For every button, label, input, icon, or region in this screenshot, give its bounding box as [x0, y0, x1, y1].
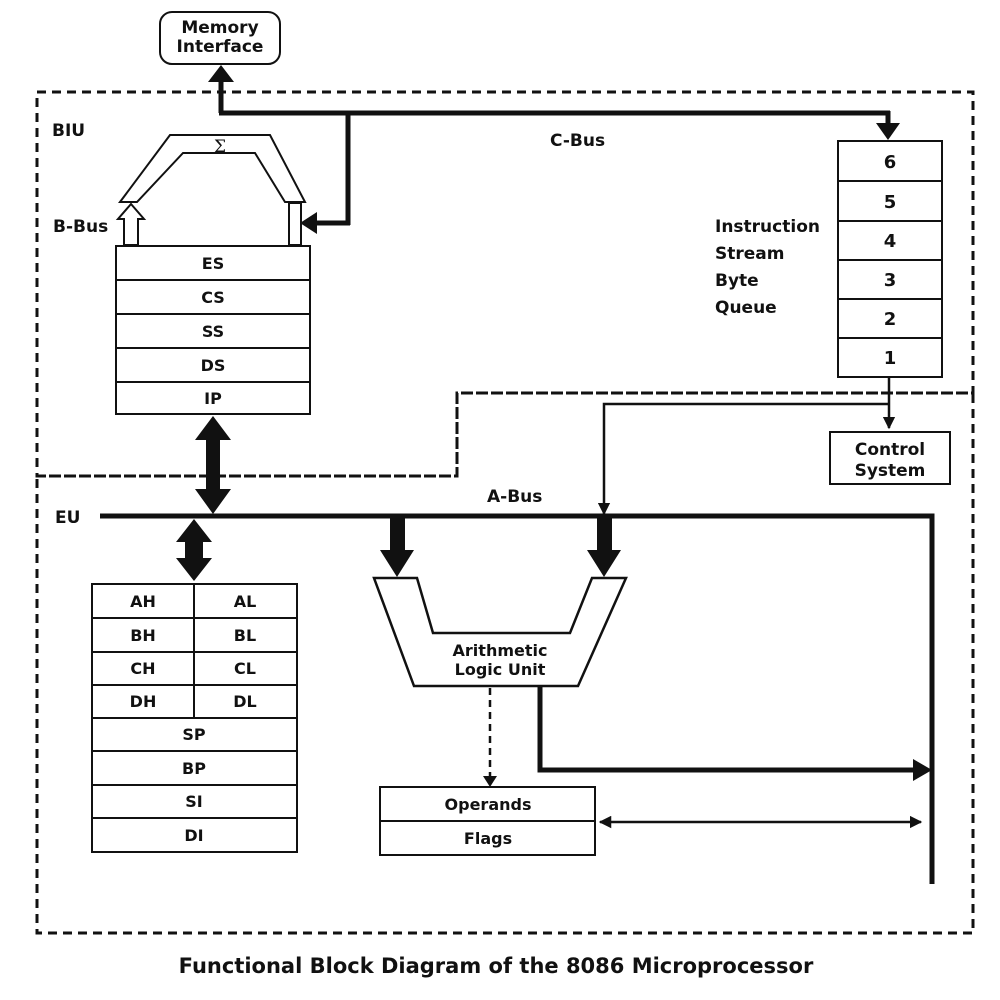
queue-slot-3-label: 3	[884, 270, 897, 291]
alu-shape	[372, 576, 628, 688]
register-ip-label: IP	[204, 389, 222, 408]
general-registers: AH AL BH BL CH CL DH DL SP BP SI DI	[91, 583, 298, 853]
biu-eu-double-arrow	[195, 416, 231, 514]
queue-slot-2-label: 2	[884, 309, 897, 330]
register-ch	[91, 651, 195, 686]
register-dl-label: DL	[233, 692, 256, 711]
queue-label-line2: Stream	[715, 244, 784, 264]
register-dh	[91, 684, 195, 719]
register-sp-label: SP	[182, 725, 206, 744]
register-si-label: SI	[185, 792, 202, 811]
register-ah	[91, 583, 195, 619]
register-bh-label: BH	[130, 626, 156, 645]
register-di	[91, 817, 298, 853]
register-es-label: ES	[202, 254, 224, 273]
alu-left-input-arrow	[380, 517, 414, 577]
register-ds	[115, 347, 311, 383]
diagram-caption: Functional Block Diagram of the 8086 Mic…	[179, 954, 814, 978]
queue-label-line3: Byte	[715, 271, 759, 291]
register-cs-label: CS	[201, 288, 225, 307]
register-bl-label: BL	[234, 626, 256, 645]
control-system-line2: System	[855, 461, 926, 481]
alu-right-input-arrow	[587, 517, 621, 577]
c-bus-label: C-Bus	[550, 131, 605, 151]
register-bl	[193, 617, 298, 653]
a-bus-label: A-Bus	[487, 487, 542, 507]
alu-output-line	[537, 686, 915, 773]
memory-interface-line1: Memory	[181, 18, 258, 38]
queue-label-line1: Instruction	[715, 217, 820, 237]
queue-slot-4-label: 4	[884, 231, 897, 252]
register-al	[193, 583, 298, 619]
register-ss-label: SS	[202, 322, 224, 341]
operands-box	[379, 786, 596, 822]
eu-label: EU	[55, 508, 80, 528]
control-system-box	[829, 431, 951, 485]
operands-label: Operands	[445, 795, 532, 814]
operands-arrowhead	[483, 776, 497, 787]
biu-label: BIU	[52, 121, 85, 141]
register-cs	[115, 279, 311, 315]
queue-slot-2	[837, 298, 943, 339]
memory-interface-box	[159, 11, 281, 65]
queue-to-alu-line	[597, 402, 889, 516]
flags-box	[379, 820, 596, 856]
queue-slot-5-label: 5	[884, 192, 897, 213]
segment-registers: ES CS SS DS IP	[115, 245, 311, 415]
queue-slot-1-label: 1	[884, 348, 897, 369]
alu-output-arrowhead	[913, 759, 932, 781]
alu-line2: Logic Unit	[455, 660, 546, 679]
b-bus-label: B-Bus	[53, 217, 108, 237]
register-bus-double-arrow	[176, 519, 212, 581]
queue-slot-5	[837, 180, 943, 222]
sigma-symbol: Σ	[214, 137, 226, 157]
queue-slot-1	[837, 337, 943, 378]
register-dh-label: DH	[130, 692, 157, 711]
queue-slot-6	[837, 140, 943, 182]
register-ah-label: AH	[130, 592, 156, 611]
queue-slot-3	[837, 259, 943, 300]
adder-input-arrowhead	[300, 212, 317, 234]
address-adder	[118, 134, 307, 203]
memory-interface-line2: Interface	[177, 37, 264, 57]
register-ip	[115, 381, 311, 415]
flags-label: Flags	[464, 829, 512, 848]
register-bp-label: BP	[182, 759, 206, 778]
control-system-line1: Control	[855, 440, 925, 460]
a-bus-line	[100, 513, 935, 884]
register-di-label: DI	[184, 826, 203, 845]
eu-boundary	[35, 391, 975, 935]
queue-label-line4: Queue	[715, 298, 777, 318]
alu-line1: Arithmetic	[453, 641, 548, 660]
adder-input-bar	[288, 202, 302, 246]
register-ch-label: CH	[130, 659, 155, 678]
instruction-queue: 6 5 4 3 2 1	[837, 140, 943, 378]
register-bp	[91, 750, 298, 786]
register-ds-label: DS	[201, 356, 226, 375]
queue-arrowhead	[876, 123, 900, 140]
memory-interface-arrowhead	[208, 65, 234, 82]
queue-slot-4	[837, 220, 943, 261]
register-dl	[193, 684, 298, 719]
b-bus-arrow	[115, 202, 147, 246]
queue-slot-6-label: 6	[884, 152, 897, 173]
register-cl	[193, 651, 298, 686]
register-cl-label: CL	[234, 659, 256, 678]
register-al-label: AL	[234, 592, 257, 611]
register-ss	[115, 313, 311, 349]
